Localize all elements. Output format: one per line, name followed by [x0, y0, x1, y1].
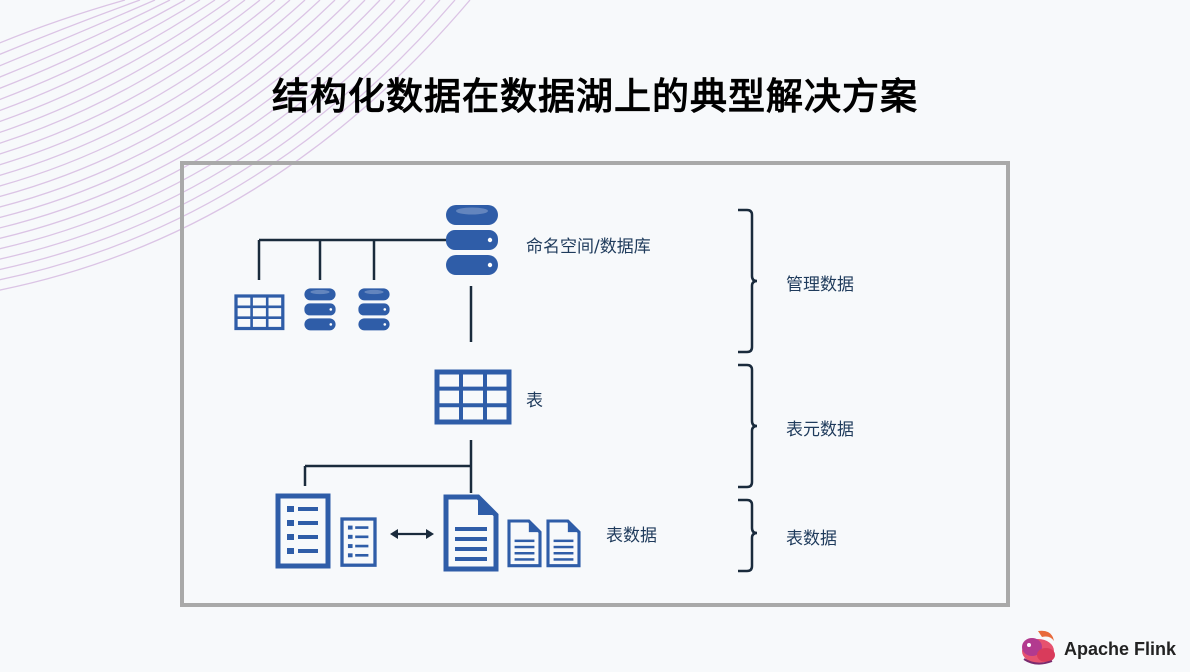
list-file-icon-small — [340, 517, 377, 567]
list-file-icon-large — [278, 496, 328, 566]
document-icon-small-2 — [546, 519, 581, 568]
bracket-label-management: 管理数据 — [786, 275, 854, 295]
small-database-icon-2 — [358, 288, 390, 331]
table-icon — [437, 372, 509, 422]
slide-title: 结构化数据在数据湖上的典型解决方案 — [272, 75, 918, 118]
table-data-label: 表数据 — [606, 526, 657, 546]
bracket-table-data — [738, 498, 758, 573]
small-table-icon — [234, 294, 285, 331]
document-icon-small-1 — [507, 519, 542, 568]
small-database-icon-1 — [304, 288, 336, 331]
namespace-database-icon — [446, 205, 498, 275]
bracket-management — [738, 208, 758, 354]
bracket-label-table-data: 表数据 — [786, 529, 837, 549]
bracket-label-table-metadata: 表元数据 — [786, 420, 854, 440]
arrow-bidirectional-icon — [390, 529, 434, 539]
namespace-label: 命名空间/数据库 — [526, 237, 651, 257]
brand-name: Apache Flink — [1064, 639, 1177, 659]
flink-squirrel-logo — [1022, 630, 1055, 665]
table-label: 表 — [526, 391, 543, 411]
diagram-frame — [180, 161, 1010, 607]
bracket-table-metadata — [738, 363, 758, 489]
document-icon-large — [446, 497, 496, 569]
